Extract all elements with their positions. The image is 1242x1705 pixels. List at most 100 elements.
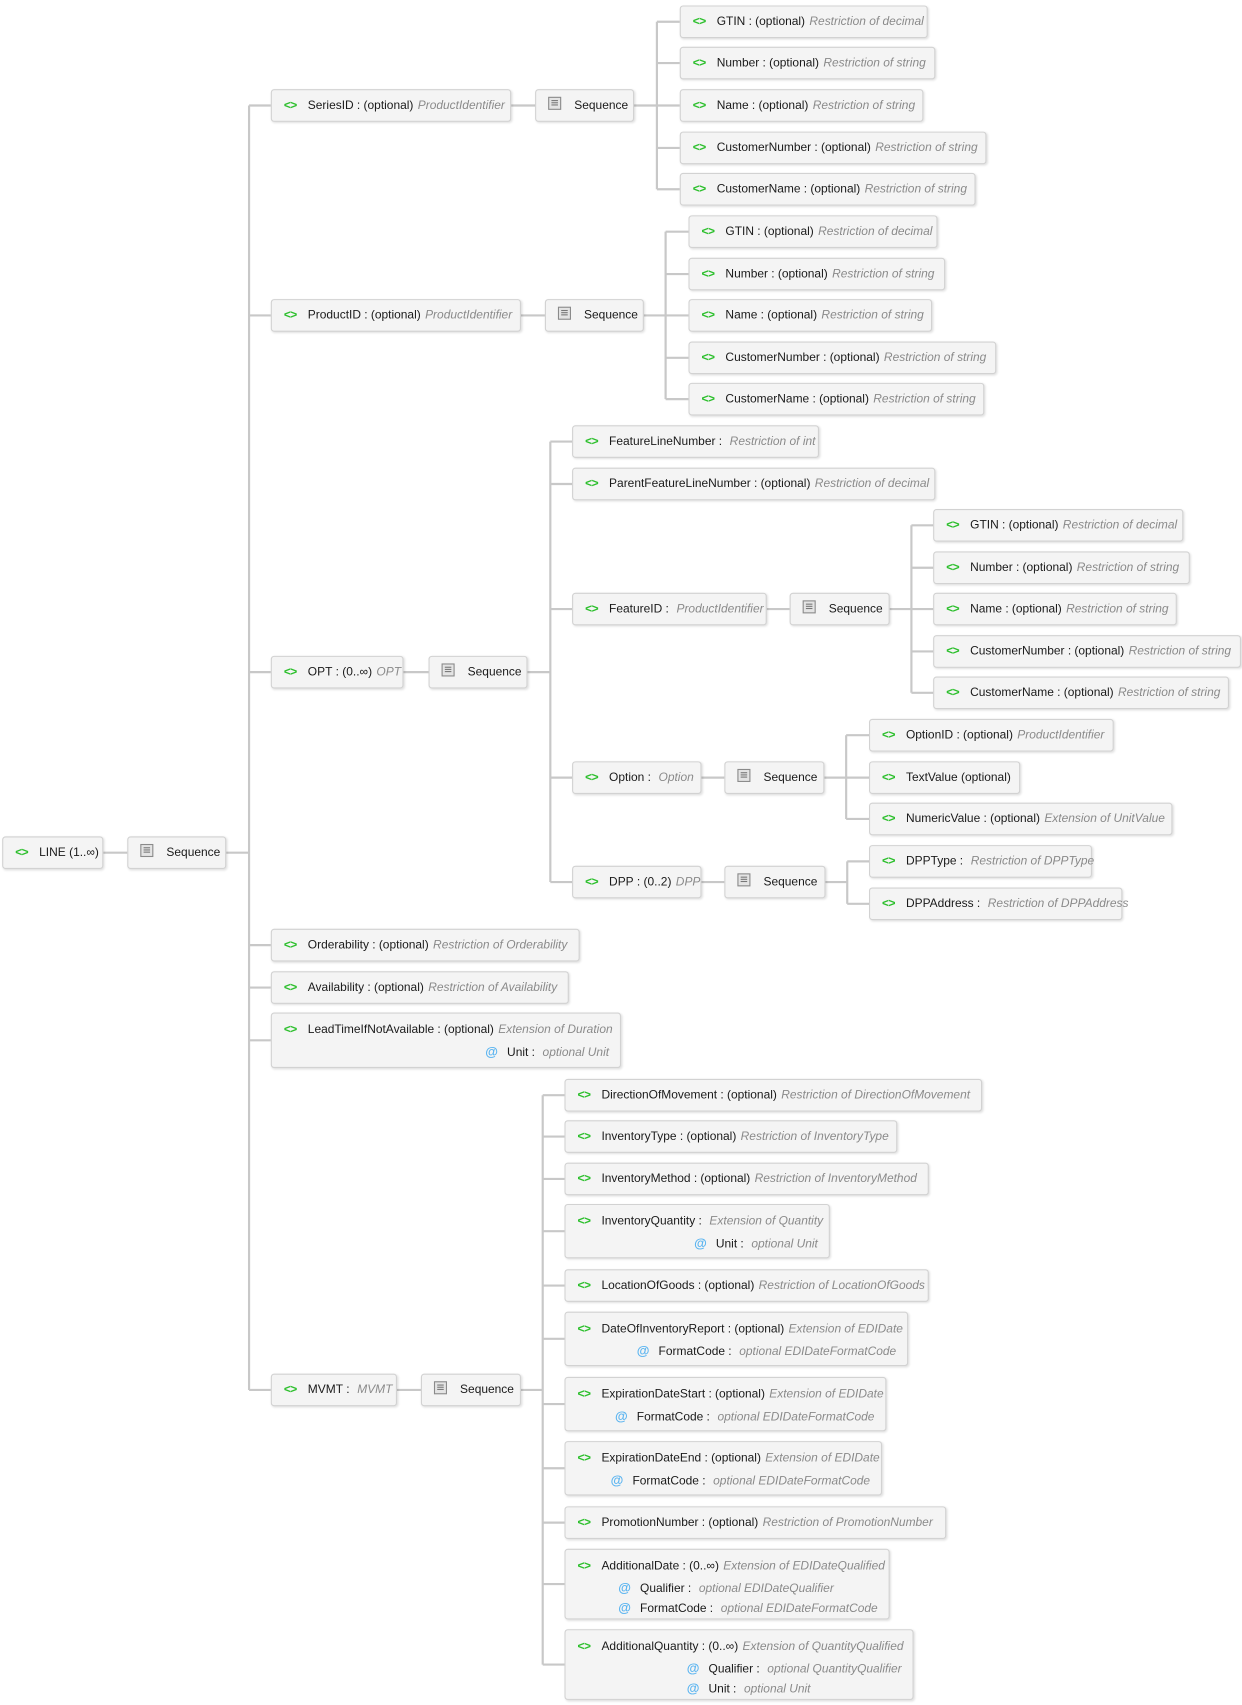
type-label: Restriction of string — [832, 267, 935, 281]
occurrence: (optional) — [960, 771, 1011, 785]
element-icon: <> — [882, 897, 895, 911]
attribute-row: @FormatCode:optional EDIDateFormatCode — [611, 1469, 870, 1492]
element-node-customername[interactable]: <>CustomerName:(optional)Restriction of … — [933, 676, 1229, 710]
separator: : — [679, 1130, 684, 1144]
element-icon: <> — [577, 1214, 591, 1228]
element-node-directionofmovement[interactable]: <>DirectionOfMovement:(optional)Restrict… — [564, 1078, 983, 1112]
element-node-gtin[interactable]: <>GTIN:(optional)Restriction of decimal — [933, 508, 1184, 542]
occurrence: (optional) — [777, 267, 828, 281]
element-node-dppaddress[interactable]: <>DPPAddress:Restriction of DPPAddress — [868, 887, 1129, 921]
element-node-parentfeaturelinenumber[interactable]: <>ParentFeatureLineNumber:(optional)Rest… — [572, 467, 936, 501]
element-node-featurelinenumber[interactable]: <>FeatureLineNumber:Restriction of int — [572, 425, 819, 458]
element-node-line[interactable]: <>LINE (1..∞) — [2, 836, 104, 869]
sequence-node[interactable]: Sequence — [420, 1373, 521, 1407]
element-node-dateofinventoryreport[interactable]: <>DateOfInventoryReport:(optional)Extens… — [564, 1311, 909, 1367]
element-node-number[interactable]: <>Number:(optional)Restriction of string — [679, 46, 936, 80]
element-icon: <> — [577, 1130, 591, 1144]
node-header: <>DateOfInventoryReport:(optional)Extens… — [578, 1318, 903, 1340]
occurrence: (optional) — [1074, 644, 1125, 658]
node-header: <>LocationOfGoods:(optional)Restriction … — [578, 1270, 925, 1300]
type-label: Restriction of decimal — [818, 225, 933, 239]
element-node-name[interactable]: <>Name:(optional)Restriction of string — [679, 89, 924, 122]
element-node-numericvalue[interactable]: <>NumericValue:(optional)Extension of Un… — [868, 802, 1173, 836]
element-icon: <> — [15, 846, 29, 860]
element-node-opt[interactable]: <>OPT:(0..∞)OPT — [270, 655, 404, 689]
element-node-productid[interactable]: <>ProductID:(optional)ProductIdentifier — [270, 299, 521, 332]
element-node-gtin[interactable]: <>GTIN:(optional)Restriction of decimal — [679, 5, 928, 39]
occurrence: (optional) — [819, 392, 869, 406]
element-node-textvalue[interactable]: <>TextValue (optional) — [868, 761, 1021, 794]
element-node-locationofgoods[interactable]: <>LocationOfGoods:(optional)Restriction … — [564, 1269, 929, 1302]
type-label: OPT — [376, 665, 402, 679]
element-node-featureid[interactable]: <>FeatureID:ProductIdentifier — [572, 592, 767, 626]
sequence-node[interactable]: Sequence — [535, 89, 635, 122]
attribute-list: @Unit:optional Unit — [284, 1041, 609, 1064]
element-icon: <> — [701, 225, 715, 239]
separator: : — [762, 56, 766, 70]
element-node-promotionnumber[interactable]: <>PromotionNumber:(optional)Restriction … — [564, 1506, 947, 1539]
attribute-name: Unit — [715, 1237, 738, 1251]
occurrence: (0..∞) — [342, 665, 373, 679]
type-label: ProductIdentifier — [425, 308, 513, 322]
element-node-customernumber[interactable]: <>CustomerNumber:(optional)Restriction o… — [933, 635, 1241, 668]
attribute-icon: @ — [618, 1599, 632, 1616]
element-node-number[interactable]: <>Number:(optional)Restriction of string — [688, 257, 946, 291]
sequence-label: Sequence — [460, 1383, 514, 1397]
node-header: <>CustomerNumber:(optional)Restriction o… — [702, 343, 987, 373]
element-node-customername[interactable]: <>CustomerName:(optional)Restriction of … — [688, 382, 985, 416]
sequence-node[interactable]: Sequence — [127, 836, 227, 869]
element-node-dpptype[interactable]: <>DPPType:Restriction of DPPType — [868, 845, 1094, 878]
node-header: <>CustomerNumber:(optional)Restriction o… — [946, 636, 1231, 666]
attribute-icon: @ — [694, 1235, 707, 1251]
element-node-additionaldate[interactable]: <>AdditionalDate:(0..∞)Extension of EDID… — [564, 1548, 890, 1620]
type-label: Restriction of DirectionOfMovement — [781, 1088, 971, 1102]
node-header: <>CustomerNumber:(optional)Restriction o… — [693, 133, 978, 163]
sequence-node[interactable]: Sequence — [428, 655, 528, 689]
type-label: Restriction of string — [823, 56, 926, 70]
element-node-customernumber[interactable]: <>CustomerNumber:(optional)Restriction o… — [688, 341, 997, 375]
element-node-seriesid[interactable]: <>SeriesID:(optional)ProductIdentifier — [270, 89, 512, 122]
element-name: OptionID — [905, 728, 954, 742]
element-node-expirationdatestart[interactable]: <>ExpirationDateStart:(optional)Extensio… — [564, 1376, 887, 1432]
element-node-additionalquantity[interactable]: <>AdditionalQuantity:(0..∞)Extension of … — [564, 1629, 914, 1700]
element-node-expirationdateend[interactable]: <>ExpirationDateEnd:(optional)Extension … — [564, 1441, 883, 1496]
element-node-mvmt[interactable]: <>MVMT:MVMT — [270, 1373, 397, 1407]
sequence-node[interactable]: Sequence — [724, 865, 826, 899]
element-node-customername[interactable]: <>CustomerName:(optional)Restriction of … — [679, 172, 976, 206]
attribute-row: @Qualifier:optional EDIDateQualifier — [618, 1577, 877, 1600]
element-name: DateOfInventoryReport — [601, 1322, 725, 1336]
element-node-inventorymethod[interactable]: <>InventoryMethod:(optional)Restriction … — [564, 1162, 929, 1196]
element-node-option[interactable]: <>Option:Option — [572, 761, 702, 794]
sequence-node[interactable]: Sequence — [789, 592, 890, 626]
element-icon: <> — [577, 1387, 591, 1401]
element-node-number[interactable]: <>Number:(optional)Restriction of string — [933, 551, 1190, 585]
element-node-orderability[interactable]: <>Orderability:(optional)Restriction of … — [270, 928, 580, 962]
type-label: Extension of Duration — [498, 1023, 613, 1037]
element-node-inventoryquantity[interactable]: <>InventoryQuantity:Extension of Quantit… — [564, 1203, 830, 1259]
element-node-gtin[interactable]: <>GTIN:(optional)Restriction of decimal — [688, 215, 938, 248]
occurrence: (optional) — [715, 1387, 765, 1401]
element-icon: <> — [577, 1559, 591, 1573]
element-node-optionid[interactable]: <>OptionID:(optional)ProductIdentifier — [868, 718, 1114, 752]
element-name: Option — [609, 771, 645, 785]
element-node-name[interactable]: <>Name:(optional)Restriction of string — [688, 299, 933, 332]
separator: : — [740, 1237, 744, 1251]
sequence-icon — [441, 663, 455, 677]
sequence-node[interactable]: Sequence — [544, 299, 644, 332]
element-icon: <> — [283, 308, 297, 322]
element-node-name[interactable]: <>Name:(optional)Restriction of string — [933, 592, 1177, 626]
type-label: Restriction of LocationOfGoods — [758, 1279, 925, 1293]
separator: : — [814, 141, 818, 155]
attribute-icon: @ — [618, 1580, 632, 1596]
occurrence: (optional) — [700, 1172, 751, 1186]
separator: : — [356, 98, 361, 113]
element-node-inventorytype[interactable]: <>InventoryType:(optional)Restriction of… — [564, 1120, 898, 1153]
attribute-name: FormatCode — [640, 1602, 707, 1616]
element-node-dpp[interactable]: <>DPP:(0..2)DPP — [572, 865, 702, 899]
element-name: InventoryQuantity — [601, 1214, 696, 1228]
element-node-availability[interactable]: <>Availability:(optional)Restriction of … — [270, 971, 569, 1004]
element-node-leadtimeifnotavailable[interactable]: <>LeadTimeIfNotAvailable:(optional)Exten… — [270, 1012, 622, 1069]
sequence-node[interactable]: Sequence — [724, 761, 825, 794]
element-node-customernumber[interactable]: <>CustomerNumber:(optional)Restriction o… — [679, 131, 987, 165]
